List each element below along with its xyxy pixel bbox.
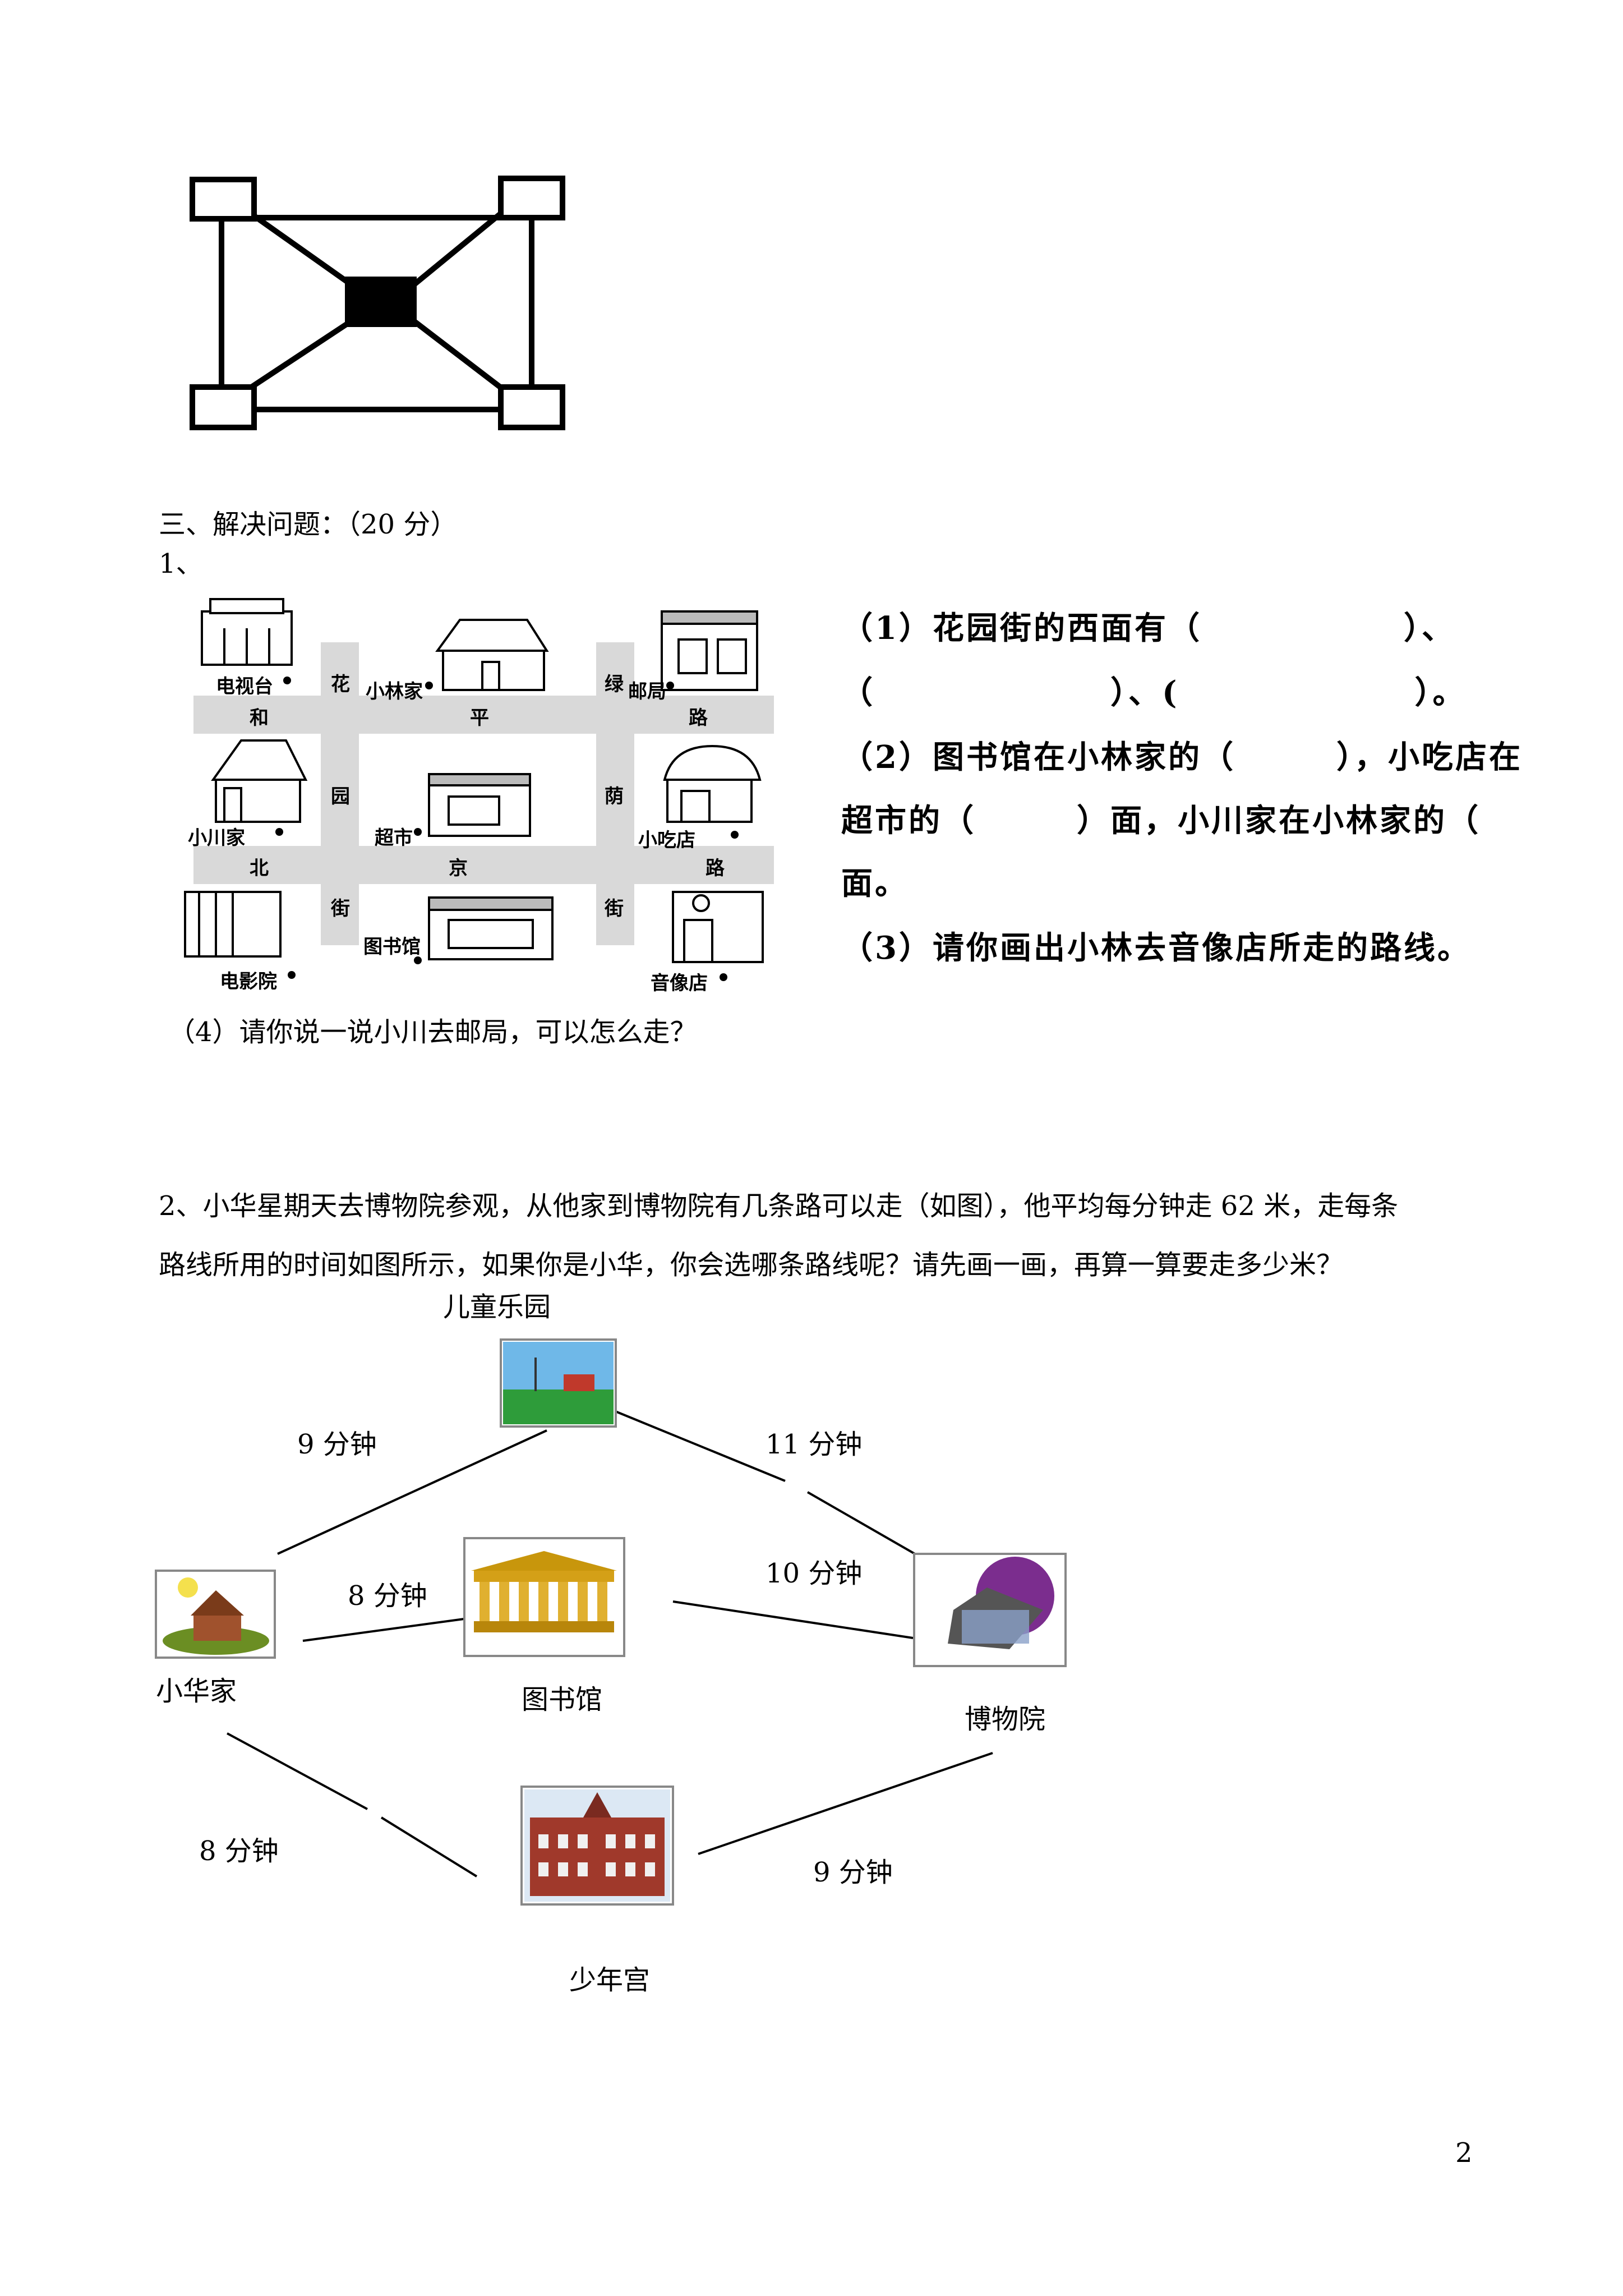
corner-box-bottom-right [498,384,565,430]
q2-text-line-2: 路线所用的时间如图所示，如果你是小华，你会选哪条路线呢？请先画一画，再算一算要走… [159,1249,1344,1281]
corner-box-bottom-left [190,384,257,430]
street-label-jie2: 街 [605,898,624,920]
section-title: 三、解决问题：（20 分） [159,509,458,540]
q2-text-line-1: 2、小华星期天去博物院参观，从他家到博物院有几条路可以走（如图），他平均每分钟走… [159,1190,1399,1222]
street-label-jie: 街 [331,898,350,920]
label-library: 图书馆 [522,1684,603,1715]
label-park: 儿童乐园 [443,1291,551,1323]
building-supermarket [428,773,531,837]
street-label-yin: 荫 [605,785,624,808]
label-palace: 少年宫 [569,1964,651,1996]
home-image [155,1570,276,1659]
q1-line-3: （2）图书馆在小林家的（ ），小吃店在 [841,739,1523,776]
street-label-lv: 绿 [605,673,624,696]
building-cinema [184,891,282,958]
route-palace-museum [698,1752,993,1855]
road-heping [193,696,774,734]
time-home-library: 8 分钟 [348,1580,427,1612]
q1-line-1: （1）花园街的西面有（ ）、 [841,610,1455,647]
center-block [345,277,417,327]
building-xiaolin-home [435,619,549,691]
place-snack-shop: 小吃店 [638,829,695,852]
palace-image [520,1786,674,1906]
road-label-jing: 京 [449,857,468,880]
building-snack-shop [663,744,762,823]
route-home-library [302,1617,469,1642]
question-1-number: 1、 [159,548,203,579]
place-music-store: 音像店 [651,972,708,995]
road-label-he: 和 [250,707,269,729]
label-home: 小华家 [156,1676,237,1707]
route-home-palace-a [227,1732,368,1810]
time-home-park: 9 分钟 [297,1429,377,1460]
q1-line-4: 超市的（ ）面，小川家在小林家的（ [841,802,1481,839]
building-library [428,896,554,960]
road-label-ping: 平 [470,707,489,729]
corner-box-top-right [498,176,565,220]
place-tv-station: 电视台 [216,675,273,698]
street-map [184,598,774,981]
page-number: 2 [1455,2137,1473,2169]
road-label-bei: 北 [250,857,269,880]
place-cinema: 电影院 [220,970,277,993]
street-huayuan [321,642,359,945]
time-palace-museum: 9 分钟 [813,1857,893,1888]
place-library: 图书馆 [363,936,421,958]
time-home-palace: 8 分钟 [199,1835,279,1867]
place-xiaolin-home: 小林家 [366,680,423,703]
q1-line-6: （3）请你画出小林去音像店所走的路线。 [841,930,1471,967]
place-supermarket: 超市 [375,827,413,849]
street-label-hua: 花 [331,673,350,696]
place-xiaochuan-home: 小川家 [188,827,245,849]
route-park-museum-b [807,1491,920,1558]
q1-line-5: 面。 [841,865,909,902]
museum-image [913,1553,1067,1667]
park-image [500,1338,617,1428]
square-diagram [190,176,565,430]
street-lvyin [596,642,634,945]
route-home-park [277,1429,547,1555]
label-museum: 博物院 [965,1704,1046,1735]
q1-line-2: （ ）、( ）。 [841,674,1467,711]
building-tv-station [201,598,293,666]
road-label-lu: 路 [689,707,708,729]
place-post-office: 邮局 [628,680,666,703]
route-home-palace-b [380,1816,478,1878]
building-post-office [661,610,758,691]
building-xiaochuan-home [211,739,308,823]
route-library-museum [672,1600,914,1639]
corner-box-top-left [190,177,257,222]
q1-part4: （4）请你说一说小川去邮局，可以怎么走？ [168,1016,697,1048]
street-label-yuan: 园 [331,785,350,808]
time-library-museum: 10 分钟 [766,1558,863,1589]
route-park-museum-a [614,1410,786,1482]
road-label-lu2: 路 [706,857,725,880]
time-park-museum: 11 分钟 [766,1429,863,1460]
building-music-store [672,891,764,963]
road-beijing [193,846,774,884]
library-image [463,1537,625,1657]
